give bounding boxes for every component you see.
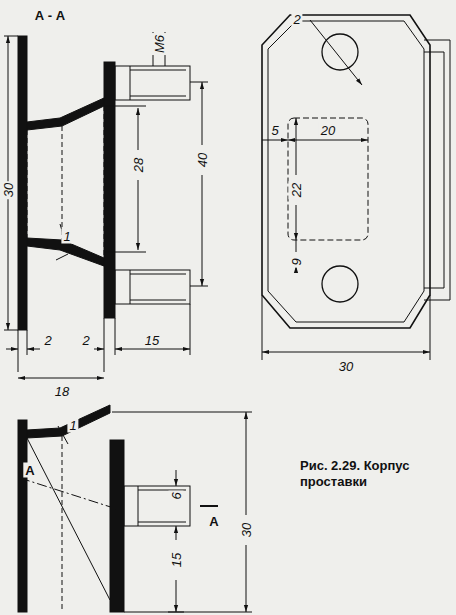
dimension-value: 22 [289, 181, 304, 199]
dimension-value: 30 [239, 521, 254, 539]
left-flange [18, 36, 27, 330]
dimension-value: 1 [67, 418, 78, 433]
dimension-value: 40 [195, 151, 210, 169]
dimension-value: 2 [42, 333, 53, 348]
section-mark: А [23, 463, 36, 478]
dimension-value: 20 [319, 123, 337, 138]
dimension-value: 28 [131, 156, 146, 174]
dimension-value: 18 [53, 384, 71, 399]
dimension-value: 2 [291, 12, 302, 27]
dimension-value: 6 [169, 490, 184, 501]
dimension-value: 30 [337, 359, 355, 374]
mount-hole [322, 34, 358, 70]
figure-caption: Рис. 2.29. Корпус проставки [300, 458, 422, 491]
section-mark: А [207, 514, 220, 529]
plate-outline [262, 15, 430, 328]
mount-hole [322, 266, 358, 302]
dimension-value: М6 [152, 33, 167, 55]
right-flange [104, 62, 115, 318]
dimension-value: 9 [289, 256, 304, 267]
dimension-value: 15 [143, 333, 161, 348]
dimension-value: 15 [169, 551, 184, 569]
dimension-value: 30 [1, 181, 16, 199]
dimension-value: 1 [61, 229, 72, 244]
section-label: А - А [33, 8, 67, 23]
dimension-value: 2 [80, 333, 91, 348]
window [288, 118, 368, 240]
dimension-value: 5 [269, 123, 280, 138]
